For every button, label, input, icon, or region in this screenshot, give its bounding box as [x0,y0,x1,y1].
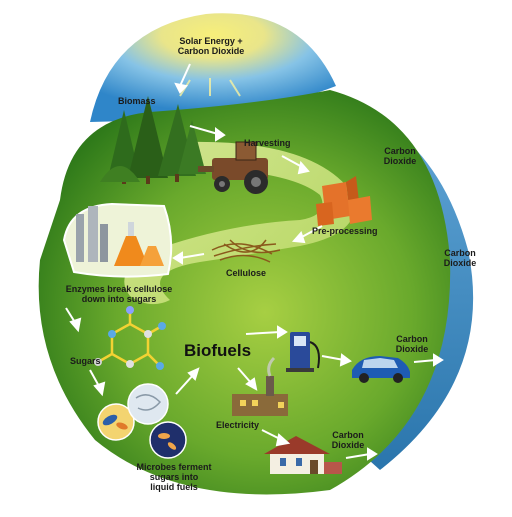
molecule-atoms [94,306,166,370]
solar-energy-line1: Solar Energy + [179,36,243,46]
flow-arrows [65,63,444,461]
carbon-dioxide-house-line2: Dioxide [331,440,365,450]
house [264,436,342,474]
biofuels-title: Biofuels [184,341,252,360]
enzymes-label: Enzymes break cellulose down into sugars [56,284,182,304]
carbon-dioxide-label-top: Carbon Dioxide [376,146,424,166]
carbon-dioxide-house-line1: Carbon [332,430,364,440]
microbes-label: Microbes ferment sugars into liquid fuel… [126,462,222,492]
carbon-dioxide-car-line1: Carbon [396,334,428,344]
sky-dome [90,13,336,122]
carbon-dioxide-label-car: Carbon Dioxide [388,334,436,354]
preprocessing-label: Pre-processing [312,226,378,236]
cellulose-fibers [211,239,281,263]
microbes-line1: Microbes ferment [136,462,212,472]
tractor-harvesting [198,141,268,194]
power-plant [232,356,288,416]
carbon-dioxide-label-house: Carbon Dioxide [324,430,372,450]
carbon-dioxide-car-line2: Dioxide [395,344,429,354]
car [352,356,410,383]
carbon-dioxide-right-line1: Carbon [444,248,476,258]
carbon-dioxide-top-line2: Dioxide [383,156,417,166]
solar-energy-label: Solar Energy + Carbon Dioxide [168,36,254,56]
preprocessing-bales [316,176,372,226]
fuel-pump [286,332,320,372]
refinery-lab-inset [62,202,173,278]
electricity-label: Electricity [216,420,260,430]
microbes [97,383,187,459]
cellulose-label: Cellulose [226,268,267,278]
harvesting-label: Harvesting [244,138,291,148]
carbon-dioxide-label-right: Carbon Dioxide [436,248,484,268]
sugars-label: Sugars [70,356,101,366]
microbes-line3: liquid fuels [150,482,198,492]
microbes-line2: sugars into [149,472,199,482]
enzymes-line2: down into sugars [81,294,157,304]
carbon-dioxide-right-line2: Dioxide [443,258,477,268]
carbon-dioxide-top-line1: Carbon [384,146,416,156]
biomass-label: Biomass [118,96,156,106]
solar-energy-line2: Carbon Dioxide [177,46,245,56]
forest-biomass [100,96,206,184]
enzymes-line1: Enzymes break cellulose [65,284,173,294]
